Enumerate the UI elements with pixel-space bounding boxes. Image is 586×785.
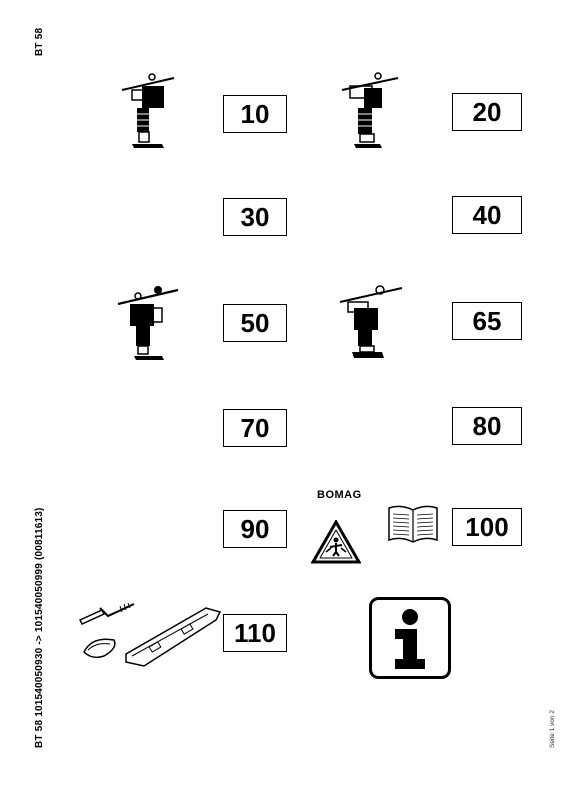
- group-number-box[interactable]: 70: [223, 409, 287, 447]
- group-number-box[interactable]: 100: [452, 508, 522, 546]
- warning-triangle-icon: [310, 518, 362, 564]
- group-number-box[interactable]: 10: [223, 95, 287, 133]
- tamper-engine-view-icon: [112, 282, 184, 364]
- tamper-side-view-icon: [112, 72, 182, 154]
- group-number-box[interactable]: 20: [452, 93, 522, 131]
- information-icon: [369, 597, 451, 679]
- page-note: Seite 1 von 2: [549, 710, 556, 748]
- model-header: BT 58: [34, 27, 45, 56]
- group-number-box[interactable]: 50: [223, 304, 287, 342]
- serial-range: BT 58 101540050930 -> 101540050999 (0081…: [34, 507, 45, 748]
- group-number-box[interactable]: 90: [223, 510, 287, 548]
- operator-manual-icon: [387, 504, 439, 544]
- group-number-box[interactable]: 110: [223, 614, 287, 652]
- group-number-box[interactable]: 40: [452, 196, 522, 234]
- tool-kit-icon: [74, 596, 224, 672]
- group-number-box[interactable]: 80: [452, 407, 522, 445]
- tamper-foot-view-icon: [336, 280, 408, 362]
- group-number-box[interactable]: 30: [223, 198, 287, 236]
- group-number-box[interactable]: 65: [452, 302, 522, 340]
- tamper-rear-view-icon: [336, 70, 406, 152]
- bomag-logo: BOMAG: [317, 489, 362, 501]
